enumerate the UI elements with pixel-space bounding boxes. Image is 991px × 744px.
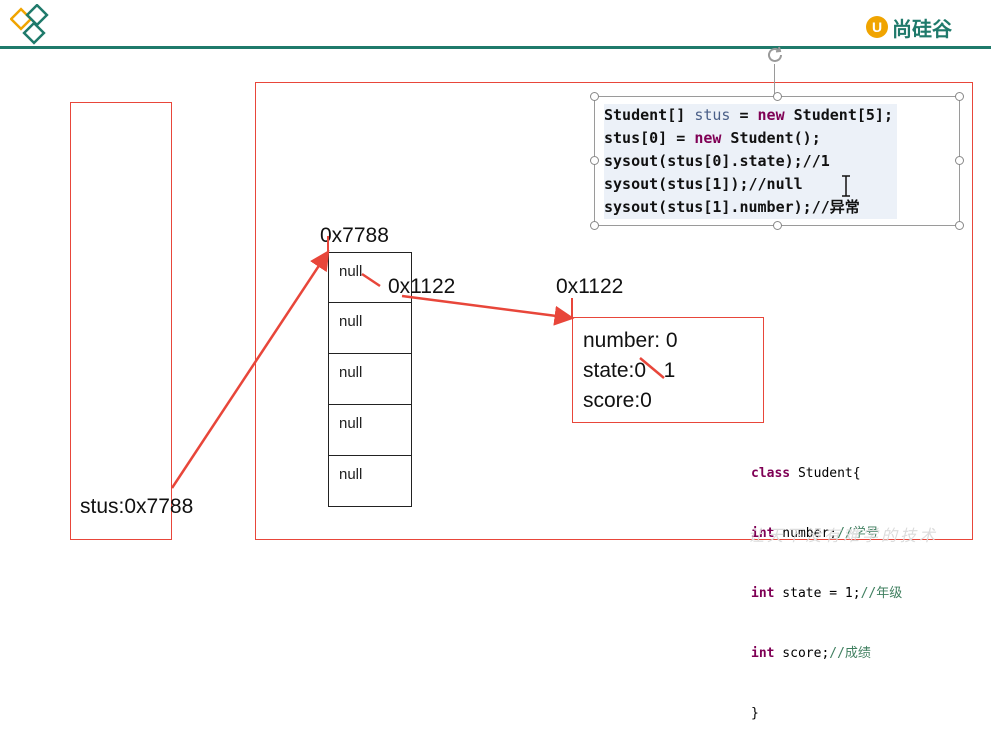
class-line: } (751, 706, 759, 721)
class-line: int score;//成绩 (751, 646, 871, 661)
class-line: int number;//学号 (751, 526, 879, 541)
array-cell: null (328, 405, 412, 456)
field-state-old: state:0 (583, 359, 647, 382)
student-object: number: 0 state:0 1 score:0 (572, 317, 764, 423)
code-line: Student[] stus = new Student[5]; (604, 104, 897, 127)
resize-handle[interactable] (955, 156, 964, 165)
diamond-logo-icon (10, 4, 49, 45)
code-line: stus[0] = new Student(); (604, 127, 897, 150)
array-address: 0x7788 (320, 224, 389, 247)
code-line: sysout(stus[0].state);//1 (604, 150, 897, 173)
resize-handle[interactable] (590, 92, 599, 101)
resize-handle[interactable] (773, 92, 782, 101)
class-definition: class Student{ int number;//学号 int state… (751, 424, 902, 744)
brand-logo: U 尚硅谷 (866, 12, 952, 42)
object-address: 0x1122 (556, 275, 624, 298)
rotate-stem (774, 64, 775, 96)
class-line: class Student{ (751, 466, 861, 481)
resize-handle[interactable] (590, 156, 599, 165)
field-state: state:0 1 (583, 356, 763, 386)
code-snippet[interactable]: Student[] stus = new Student[5]; stus[0]… (604, 104, 897, 219)
header-divider (0, 46, 991, 49)
class-line: int state = 1;//年级 (751, 586, 903, 601)
resize-handle[interactable] (590, 221, 599, 230)
array-cell: null (328, 354, 412, 405)
field-number: number: 0 (583, 329, 678, 352)
resize-handle[interactable] (955, 92, 964, 101)
array-cell: null (328, 303, 412, 354)
resize-handle[interactable] (955, 221, 964, 230)
array-cell: null (328, 456, 412, 507)
text-cursor-icon (842, 175, 850, 197)
rotate-handle-icon[interactable] (764, 44, 786, 66)
code-line: sysout(stus[1]);//null (604, 173, 897, 196)
field-state-new: 1 (663, 359, 676, 382)
resize-handle[interactable] (773, 221, 782, 230)
stack-variable-label: stus:0x7788 (80, 495, 194, 518)
array-element-reference: 0x1122 (388, 275, 456, 298)
brand-mark-icon: U (866, 16, 888, 38)
watermark: 让天下没有难学的技术 (748, 526, 939, 545)
stack-region (70, 102, 172, 540)
field-score: score:0 (583, 389, 652, 412)
brand-text: 尚硅谷 (892, 16, 952, 41)
code-line: sysout(stus[1].number);//异常 (604, 196, 897, 219)
